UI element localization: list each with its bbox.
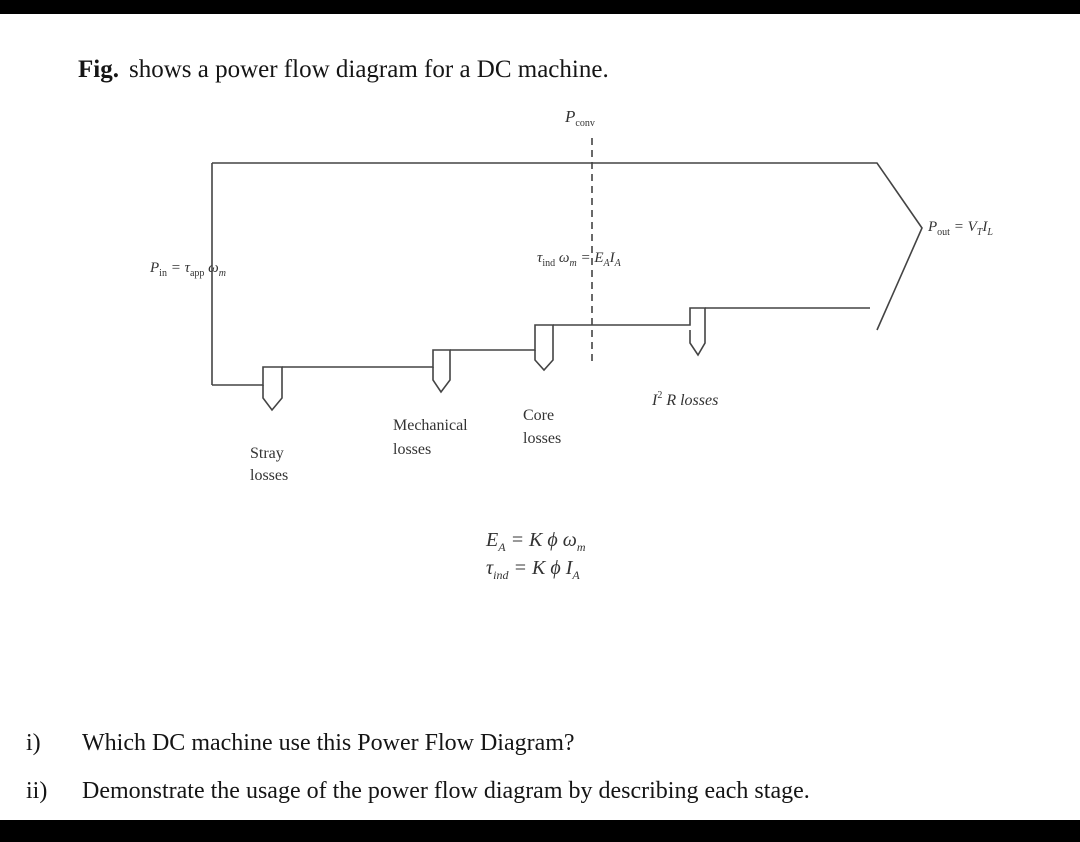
- stray-losses-line2: losses: [250, 467, 288, 484]
- question-2-number: ii): [26, 778, 48, 804]
- mechanical-losses-line2: losses: [393, 441, 431, 458]
- top-black-band: [0, 0, 1080, 14]
- mech-loss-arrow: [432, 367, 451, 394]
- equation-tind: τind = K ϕ IA: [486, 557, 580, 582]
- band-top-edge: [212, 162, 923, 331]
- p-in-label: Pin = τapp ωm: [149, 260, 226, 279]
- i2r-losses-label: I2 R losses: [651, 390, 718, 409]
- stray-losses-line1: Stray: [250, 445, 284, 462]
- p-conv-label: Pconv: [564, 107, 595, 129]
- band-bottom-step-stray: [212, 366, 283, 386]
- band-bottom-step-core: [450, 324, 554, 351]
- mechanical-losses-line1: Mechanical: [393, 417, 468, 434]
- core-losses-line2: losses: [523, 430, 561, 447]
- band-bottom-step-i2r: [553, 307, 706, 330]
- figure-caption: shows a power flow diagram for a DC mach…: [128, 56, 609, 83]
- question-1-number: i): [26, 730, 41, 756]
- equation-ea: EA = K ϕ ωm: [485, 529, 586, 554]
- figure-label: Fig.: [78, 56, 119, 83]
- figure-heading: Fig. shows a power flow diagram for a DC …: [78, 56, 609, 84]
- diagram-lines: [211, 138, 923, 412]
- bottom-black-band: [0, 820, 1080, 842]
- band-bottom-step-mech: [282, 349, 451, 368]
- stray-loss-arrow: [262, 385, 283, 412]
- core-losses-line1: Core: [523, 407, 554, 424]
- question-2-text: Demonstrate the usage of the power flow …: [82, 778, 810, 804]
- i2r-loss-arrow: [689, 330, 706, 357]
- core-loss-arrow: [534, 350, 554, 372]
- question-2: ii) Demonstrate the usage of the power fl…: [26, 778, 810, 805]
- question-1-text: Which DC machine use this Power Flow Dia…: [82, 730, 575, 756]
- p-out-label: Pout = VTIL: [927, 219, 993, 238]
- tind-power-label: τind ωm = EAIA: [537, 250, 622, 269]
- question-1: i) Which DC machine use this Power Flow D…: [26, 730, 575, 757]
